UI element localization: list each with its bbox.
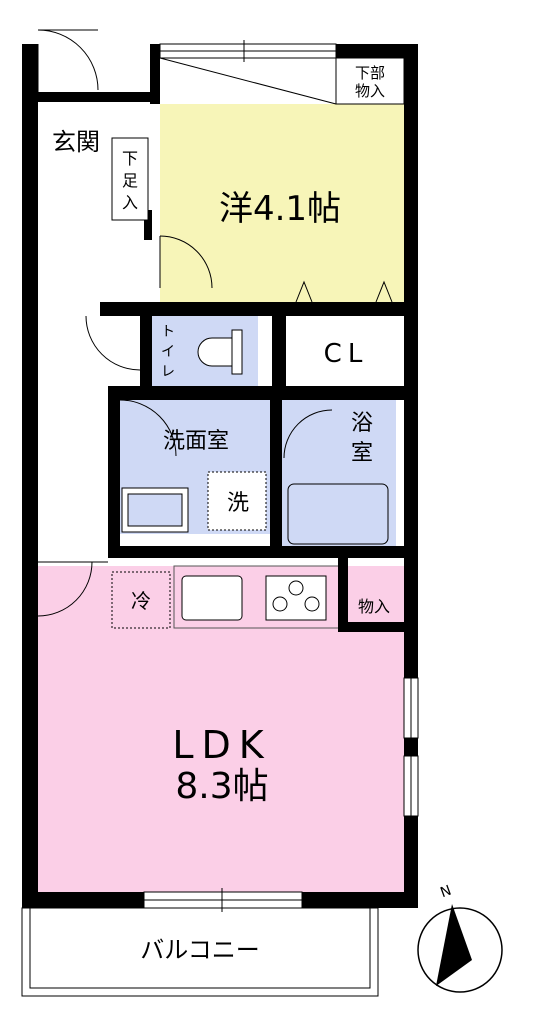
window-east <box>403 677 419 817</box>
stove <box>265 575 327 621</box>
toilet-char-3: レ <box>161 364 175 380</box>
compass-north-label: N <box>438 883 453 902</box>
shoe-storage-char-3: 入 <box>122 193 138 212</box>
kitchen-sink <box>181 575 243 621</box>
toilet-char-1: ト <box>161 324 175 340</box>
western-room-door <box>159 235 213 289</box>
closet-label: CL <box>324 339 369 369</box>
washroom-label: 洗面室 <box>163 429 229 454</box>
under-floor-storage-line-2: 物入 <box>355 82 385 100</box>
shoe-storage-char-2: 足 <box>122 171 138 190</box>
western-room-size: 4.1帖 <box>253 189 341 229</box>
washbasin <box>121 487 189 533</box>
western-room-name: 洋 <box>219 189 253 229</box>
fridge-label: 冷 <box>131 589 151 613</box>
bath-door <box>283 409 333 459</box>
closet-doors <box>295 280 393 303</box>
western-room-label: 洋4.1帖 <box>219 189 341 229</box>
western-room-floor <box>160 104 404 302</box>
bathtub <box>287 483 389 545</box>
toilet-fixture <box>197 329 243 375</box>
compass <box>417 904 503 993</box>
bath-char-2: 室 <box>351 441 373 466</box>
washer-label: 洗 <box>227 491 249 516</box>
ldk-size: 8.3帖 <box>175 766 268 807</box>
under-floor-storage-line-1: 下部 <box>355 64 385 82</box>
fridge-space <box>111 571 171 629</box>
toilet-door <box>85 315 141 371</box>
washroom-door <box>119 399 177 457</box>
balcony-outline <box>21 907 379 997</box>
shoe-storage-box <box>111 137 149 221</box>
balcony-label: バルコニー <box>140 936 260 964</box>
entrance-label: 玄関 <box>52 128 100 156</box>
bath-char-1: 浴 <box>351 411 373 436</box>
window-north <box>159 40 337 62</box>
ldk-door <box>37 561 93 617</box>
under-floor-storage-box <box>335 57 405 105</box>
storage-label: 物入 <box>358 597 390 616</box>
ldk-name: LDK <box>172 723 271 767</box>
entrance-door <box>37 29 99 92</box>
shoe-storage-char-1: 下 <box>122 149 138 168</box>
window-south <box>143 888 303 912</box>
toilet-char-2: イ <box>161 344 175 360</box>
washer-pan <box>207 471 267 531</box>
